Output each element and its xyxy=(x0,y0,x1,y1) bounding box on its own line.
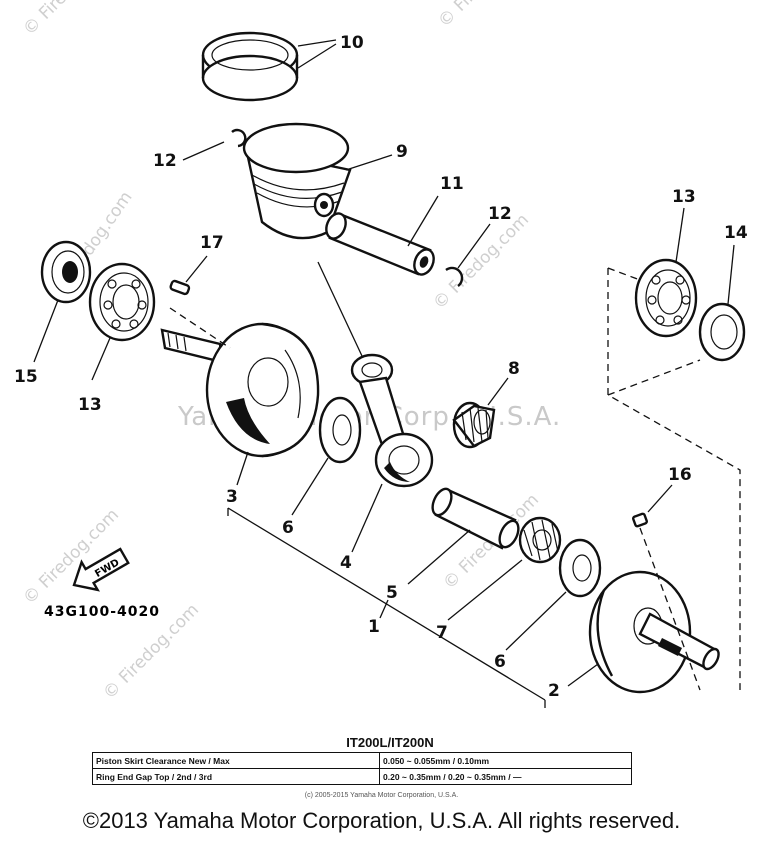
circlip-drawing xyxy=(231,128,247,148)
callout-9: 9 xyxy=(396,142,408,162)
assembly-line xyxy=(169,307,231,349)
assembly-line xyxy=(639,527,701,691)
key-drawing xyxy=(169,279,191,296)
crank-right-drawing xyxy=(588,570,720,694)
callout-14: 14 xyxy=(724,223,748,243)
plug-drawing xyxy=(632,512,648,528)
leader-line xyxy=(185,255,208,283)
small-copyright: (c) 2005-2015 Yamaha Motor Corporation, … xyxy=(304,792,459,799)
callout-1: 1 xyxy=(368,617,380,637)
callout-11: 11 xyxy=(440,174,464,194)
leader-line xyxy=(727,244,735,305)
callout-10: 10 xyxy=(340,33,364,53)
watermark-tile: © Firedog.com xyxy=(19,0,123,40)
leader-line xyxy=(407,195,439,247)
table-row: Ring End Gap Top / 2nd / 3rd 0.20 ~ 0.35… xyxy=(92,768,632,785)
callout-15: 15 xyxy=(14,367,38,387)
leader-line xyxy=(567,663,599,687)
callout-16: 16 xyxy=(668,465,692,485)
callout-6-right: 6 xyxy=(494,652,506,672)
callout-7: 7 xyxy=(436,623,448,643)
watermark-tile: © Firedog.com xyxy=(434,0,538,32)
leader-line xyxy=(236,451,249,486)
callout-12-left: 12 xyxy=(153,151,177,171)
leader-line xyxy=(33,299,59,363)
leader-line xyxy=(379,599,389,619)
callout-6-left: 6 xyxy=(282,518,294,538)
piston-pin-drawing xyxy=(325,212,435,276)
oil-seal-left-drawing xyxy=(40,240,92,304)
copyright-notice: ©2013 Yamaha Motor Corporation, U.S.A. A… xyxy=(82,808,681,833)
assembly-line xyxy=(607,268,741,690)
small-end-bearing-drawing xyxy=(452,401,496,449)
connecting-rod-drawing xyxy=(350,353,434,488)
leader-line xyxy=(487,377,509,406)
crank-pin-drawing xyxy=(431,487,520,550)
spec-label: Piston Skirt Clearance New / Max xyxy=(92,752,380,769)
model-title: IT200L/IT200N xyxy=(346,735,434,750)
leader-line xyxy=(407,529,471,585)
watermark-tile: © Firedog.com xyxy=(429,210,533,314)
callout-3: 3 xyxy=(226,487,238,507)
leader-line xyxy=(297,39,337,69)
spec-value: 0.050 ~ 0.055mm / 0.10mm xyxy=(379,752,632,769)
leader-line xyxy=(291,457,329,516)
spec-value: 0.20 ~ 0.35mm / 0.20 ~ 0.35mm / — xyxy=(379,768,632,785)
crank-left-drawing xyxy=(160,322,320,458)
circlip-drawing xyxy=(445,266,464,287)
spec-table: Piston Skirt Clearance New / Max 0.050 ~… xyxy=(92,752,632,785)
leader-line xyxy=(317,261,363,357)
callout-13-right: 13 xyxy=(672,187,696,207)
leader-line xyxy=(182,141,225,161)
bracket-line xyxy=(227,508,546,708)
callout-2: 2 xyxy=(548,681,560,701)
bearing-right-drawing xyxy=(634,258,698,338)
bearing-left-drawing xyxy=(88,262,156,342)
leader-line xyxy=(351,483,383,553)
table-row: Piston Skirt Clearance New / Max 0.050 ~… xyxy=(92,752,632,769)
callout-17: 17 xyxy=(200,233,224,253)
leader-line xyxy=(457,223,491,269)
leader-line xyxy=(675,207,685,263)
leader-line xyxy=(505,591,567,651)
oil-seal-right-drawing xyxy=(698,302,746,362)
callout-13-left: 13 xyxy=(78,395,102,415)
piston-rings-drawing xyxy=(201,31,299,102)
callout-5: 5 xyxy=(386,583,398,603)
leader-line xyxy=(447,559,523,621)
assembly-line xyxy=(607,267,641,281)
callout-8: 8 xyxy=(508,359,520,379)
thrust-washer-right-drawing xyxy=(558,538,602,598)
leader-line xyxy=(647,484,673,513)
assembly-line xyxy=(607,359,701,396)
thrust-washer-left-drawing xyxy=(318,396,362,464)
callout-12-right: 12 xyxy=(488,204,512,224)
callout-4: 4 xyxy=(340,553,352,573)
big-end-bearing-drawing xyxy=(518,516,562,564)
leader-line xyxy=(345,154,393,171)
piston-drawing xyxy=(242,122,352,240)
diagram-code: 43G100-4020 xyxy=(44,604,160,620)
leader-line xyxy=(91,337,111,381)
spec-label: Ring End Gap Top / 2nd / 3rd xyxy=(92,768,380,785)
